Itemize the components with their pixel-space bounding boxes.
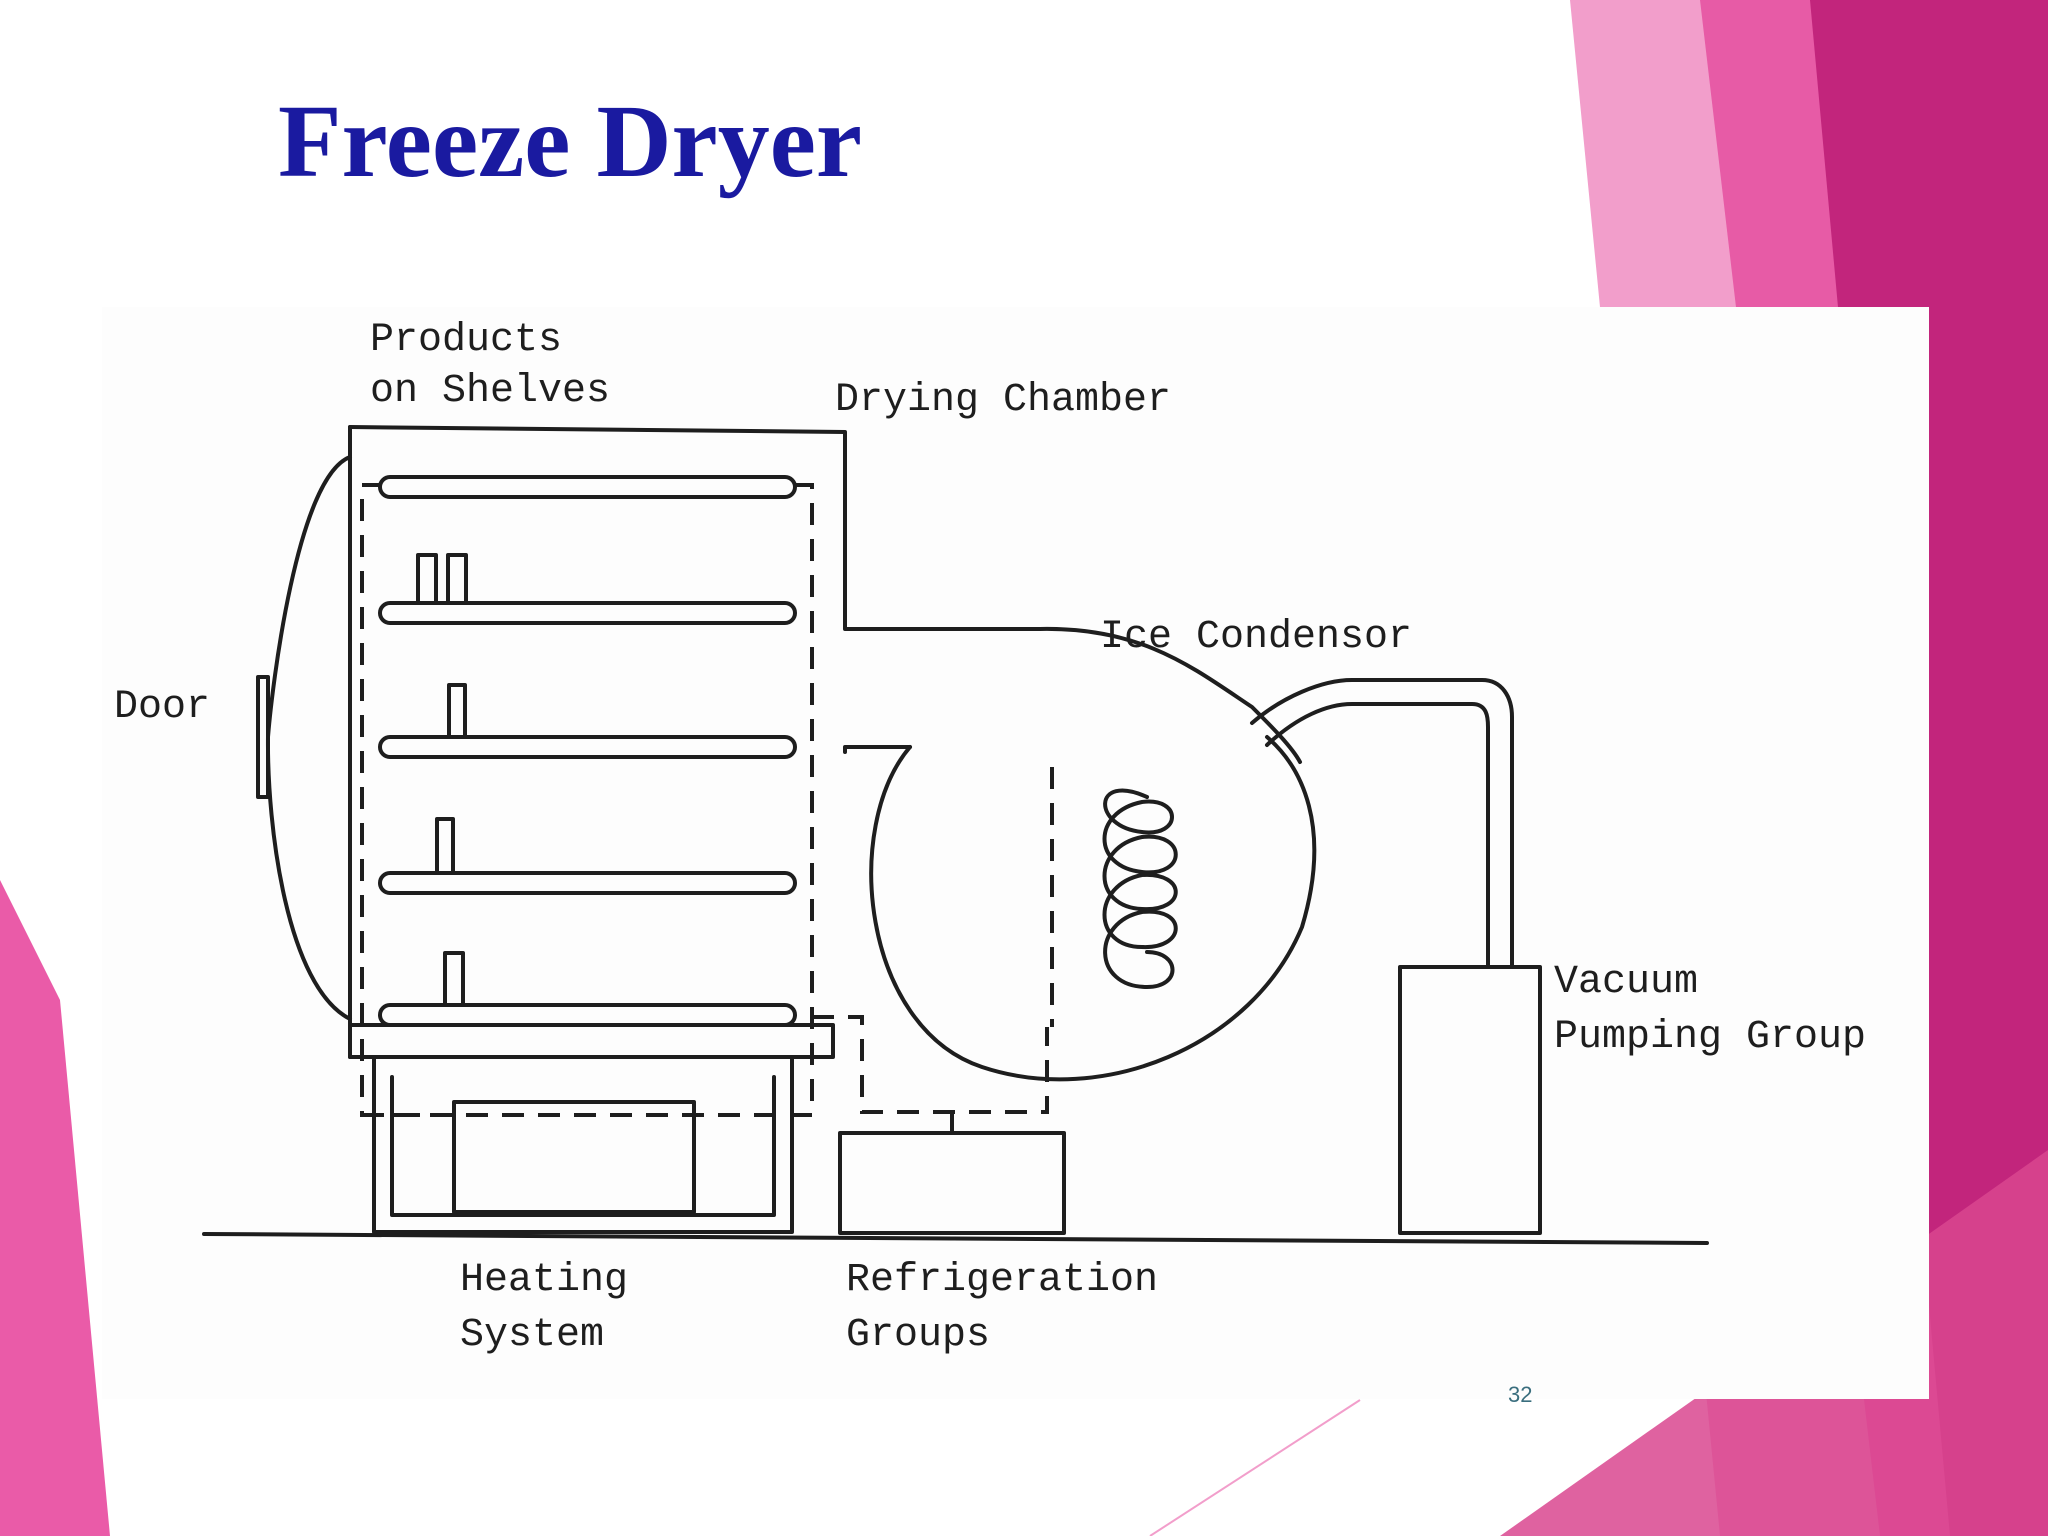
vial bbox=[447, 683, 467, 739]
vial bbox=[416, 553, 438, 605]
page-number: 32 bbox=[1508, 1382, 1533, 1407]
slide-title: Freeze Dryer bbox=[278, 84, 863, 199]
vacuum-pump bbox=[1398, 965, 1542, 1235]
shelf-5 bbox=[378, 1003, 797, 1027]
refrigeration-unit bbox=[838, 1131, 1066, 1235]
label-drying-chamber: Drying Chamber bbox=[835, 378, 1171, 423]
heating-stand bbox=[372, 1055, 794, 1234]
label-heating-line2: System bbox=[460, 1313, 604, 1358]
label-products-line1: Products bbox=[370, 318, 562, 363]
label-products-line2: on Shelves bbox=[370, 369, 610, 414]
shelf-1 bbox=[378, 475, 797, 499]
condenser-coil bbox=[1102, 788, 1178, 989]
label-vacuum-line1: Vacuum bbox=[1554, 960, 1698, 1005]
chamber-base bbox=[348, 1023, 835, 1059]
label-heating-line1: Heating bbox=[460, 1258, 628, 1303]
floor-line bbox=[202, 1232, 1709, 1245]
vacuum-pipe-inner bbox=[1265, 702, 1490, 969]
heating-unit bbox=[452, 1100, 696, 1214]
label-refrigeration-line2: Groups bbox=[846, 1313, 990, 1358]
diagram-drawing: Products on Shelves Drying Chamber Ice C… bbox=[114, 318, 1866, 1358]
vacuum-pipe bbox=[1250, 678, 1514, 969]
refrigeration-dashed-link bbox=[812, 1015, 1049, 1114]
drying-chamber-outline bbox=[348, 425, 1302, 764]
decor-thin-line bbox=[1149, 1399, 1361, 1536]
label-vacuum-line2: Pumping Group bbox=[1554, 1015, 1866, 1060]
door-outline bbox=[265, 455, 352, 1021]
ice-condenser-sphere bbox=[869, 735, 1317, 1082]
shelf-3 bbox=[378, 735, 797, 759]
decor-left-strip bbox=[0, 880, 110, 1536]
chamber-lower-outlet bbox=[843, 745, 912, 754]
vial bbox=[435, 817, 455, 875]
vial bbox=[443, 951, 465, 1007]
label-door: Door bbox=[114, 685, 210, 730]
door-handle bbox=[256, 675, 270, 799]
label-ice-condensor: Ice Condensor bbox=[1100, 615, 1412, 660]
shelf-2 bbox=[378, 601, 797, 625]
freeze-dryer-diagram: Products on Shelves Drying Chamber Ice C… bbox=[102, 307, 1929, 1399]
label-refrigeration-line1: Refrigeration bbox=[846, 1258, 1158, 1303]
vial bbox=[446, 553, 468, 605]
heating-stand-inner bbox=[390, 1075, 776, 1217]
shelf-4 bbox=[378, 871, 797, 895]
